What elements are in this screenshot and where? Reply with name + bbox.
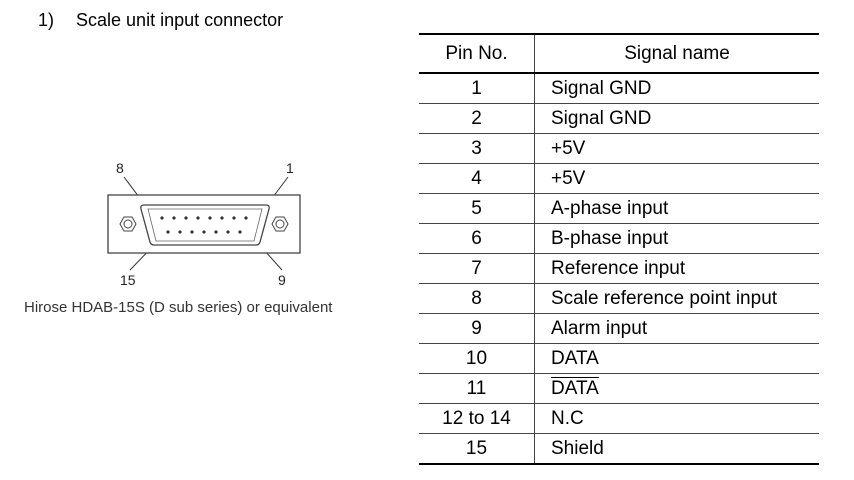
pin-number-cell: 15 — [419, 433, 535, 464]
d-shell-inner — [147, 208, 263, 242]
signal-name-cell: Alarm input — [534, 313, 819, 344]
pin-number-cell: 1 — [419, 73, 535, 104]
table-row: 11 DATA — [419, 373, 819, 404]
table-row: 4 +5V — [419, 163, 819, 194]
pin-number-cell: 9 — [419, 313, 535, 344]
pin-9-label: 9 — [278, 272, 286, 288]
table-row: 2 Signal GND — [419, 103, 819, 134]
signal-name-cell: Reference input — [534, 253, 819, 284]
table-header-row: Pin No. Signal name — [419, 34, 819, 74]
header-pin-no: Pin No. — [419, 34, 535, 74]
pin-assignment-table: Pin No. Signal name 1 Signal GND 2 Signa… — [419, 33, 819, 465]
table-row: 7 Reference input — [419, 253, 819, 284]
header-signal-name: Signal name — [534, 34, 819, 74]
pin-number-cell: 11 — [419, 373, 535, 404]
pin-15-label: 15 — [120, 272, 136, 288]
signal-name-cell: B-phase input — [534, 223, 819, 254]
connector-caption: Hirose HDAB-15S (D sub series) or equiva… — [24, 299, 333, 316]
mounting-hole-left — [119, 216, 137, 232]
signal-name-cell: Scale reference point input — [534, 283, 819, 314]
pin-number-cell: 4 — [419, 163, 535, 194]
connector-flange — [107, 194, 301, 254]
d-sub-connector-diagram: 8 1 15 9 — [107, 160, 301, 288]
section-heading: 1) Scale unit input connector — [38, 10, 283, 31]
section-title: Scale unit input connector — [76, 10, 284, 30]
pin-number-cell: 7 — [419, 253, 535, 284]
signal-name-cell-inverted: DATA — [534, 373, 819, 404]
signal-name-cell: DATA — [534, 343, 819, 374]
table-row: 6 B-phase input — [419, 223, 819, 254]
signal-name-cell: Signal GND — [534, 73, 819, 104]
table-row: 15 Shield — [419, 433, 819, 464]
signal-name-cell: N.C — [534, 403, 819, 434]
mounting-hole-right — [271, 216, 289, 232]
d-shell-outer — [140, 204, 270, 246]
signal-name-cell: +5V — [534, 133, 819, 164]
pin-row-top — [160, 216, 248, 220]
inverted-data-signal: DATA — [551, 377, 599, 399]
pin-number-cell: 6 — [419, 223, 535, 254]
signal-name-cell: A-phase input — [534, 193, 819, 224]
signal-name-cell: Signal GND — [534, 103, 819, 134]
table-row: 8 Scale reference point input — [419, 283, 819, 314]
table-row: 12 to 14 N.C — [419, 403, 819, 434]
pin-8-label: 8 — [116, 160, 124, 176]
table-row: 1 Signal GND — [419, 73, 819, 104]
pin-number-cell: 3 — [419, 133, 535, 164]
signal-name-cell: +5V — [534, 163, 819, 194]
pin-row-bottom — [166, 230, 242, 234]
pin-number-cell: 12 to 14 — [419, 403, 535, 434]
pin-number-cell: 8 — [419, 283, 535, 314]
signal-name-cell: Shield — [551, 437, 604, 459]
section-number: 1) — [38, 10, 55, 30]
pin-number-cell: 2 — [419, 103, 535, 134]
table-row: 9 Alarm input — [419, 313, 819, 344]
pin-number-cell: 5 — [419, 193, 535, 224]
table-row: 3 +5V — [419, 133, 819, 164]
table-row: 10 DATA — [419, 343, 819, 374]
pin-number-cell: 10 — [419, 343, 535, 374]
pin-1-label: 1 — [286, 160, 294, 176]
table-row: 5 A-phase input — [419, 193, 819, 224]
